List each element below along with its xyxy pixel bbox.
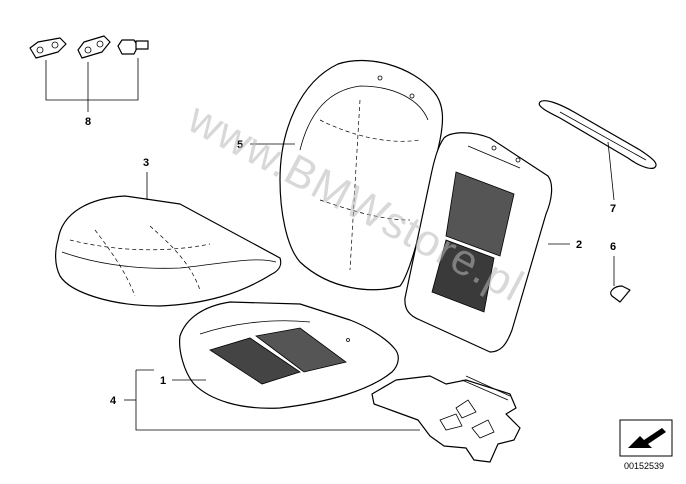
callout-3: 3 [143, 157, 149, 169]
part-6-clip[interactable] [610, 285, 631, 303]
callout-6: 6 [610, 241, 616, 253]
part-2-backrest-foam[interactable] [404, 132, 553, 353]
seat-mat[interactable] [371, 375, 521, 463]
part-5-backrest-cover[interactable] [279, 59, 444, 291]
part-1-seat-foam[interactable] [179, 301, 399, 409]
callout-1: 1 [160, 375, 166, 387]
leader-4 [135, 370, 420, 431]
callout-2: 2 [576, 239, 582, 251]
part-7-wire[interactable] [538, 100, 657, 169]
callout-7: 7 [610, 203, 616, 215]
callout-5: 5 [237, 139, 243, 151]
catalog-number: 00152539 [624, 461, 664, 471]
part-3-seat-cover[interactable] [55, 195, 282, 307]
part-8-brackets[interactable] [29, 35, 149, 59]
leader-8 [45, 58, 139, 101]
arrow-next-page-icon[interactable] [619, 419, 673, 457]
leader-7 [607, 141, 615, 201]
callout-4: 4 [110, 395, 117, 407]
callout-8: 8 [85, 116, 91, 128]
